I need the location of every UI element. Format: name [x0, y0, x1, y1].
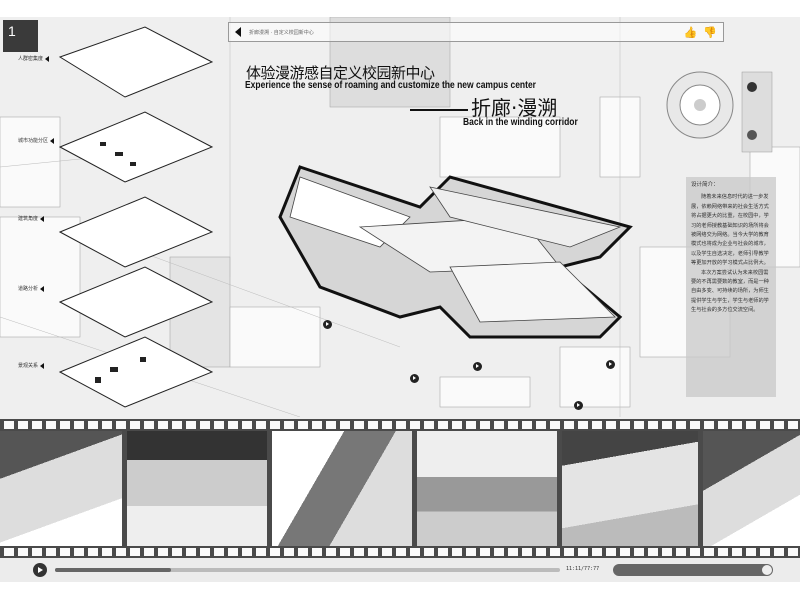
pointer-icon	[50, 137, 55, 144]
play-icon[interactable]	[33, 563, 47, 577]
description-paragraph: 随着未来信息时代的进一步发展，依赖网络带来的社会生活方式将占据更大的比重，在校园…	[691, 194, 769, 267]
description-heading: 设计简介：	[691, 182, 719, 188]
layer-label-text: 建筑角度	[18, 216, 39, 222]
film-frame[interactable]	[417, 431, 557, 546]
film-frame[interactable]	[703, 431, 800, 546]
title-cn: 体验漫游感自定义校园新中心	[246, 64, 435, 82]
play-marker-icon[interactable]	[323, 320, 332, 329]
pointer-icon	[45, 55, 50, 62]
progress-bar[interactable]	[55, 568, 560, 572]
layer-label-text: 道路分析	[18, 286, 39, 292]
layer-label-text: 城市功能分区	[18, 138, 49, 144]
layer-label: 景观关系	[18, 362, 45, 369]
pointer-icon	[40, 362, 45, 369]
film-perforation	[0, 421, 800, 429]
time-readout: 11:11/77:77	[566, 566, 600, 572]
subtitle-en: Back in the winding corridor	[463, 117, 578, 128]
pointer-icon	[40, 285, 45, 292]
analysis-layers	[58, 26, 214, 408]
film-frame[interactable]	[0, 431, 122, 546]
film-frame[interactable]	[562, 431, 698, 546]
thumbs-up-icon[interactable]: 👍	[683, 25, 698, 39]
title-en: Experience the sense of roaming and cust…	[245, 80, 536, 91]
subtitle-cn: 折廊·漫溯	[410, 92, 557, 121]
pointer-icon	[40, 215, 45, 222]
volume-knob[interactable]	[762, 565, 772, 575]
layer-label-text: 人群密集度	[18, 56, 44, 62]
description-paragraph: 本次方案尝试认为未来校园需要的不再需要数的教室，而是一种自由多变、可持续的场所，…	[691, 269, 769, 314]
play-marker-icon[interactable]	[473, 362, 482, 371]
film-perforation	[0, 548, 800, 556]
video-controls: 11:11/77:77	[0, 558, 800, 582]
poster: 1 折廊漫溯 · 自定义校园新中心 👍 👎 体验漫游感自定义校园新中心 Expe…	[0, 17, 800, 582]
film-frame[interactable]	[127, 431, 267, 546]
campus-axonometric-drawing	[0, 17, 800, 417]
back-arrow-icon[interactable]	[235, 27, 241, 37]
play-marker-icon[interactable]	[606, 360, 615, 369]
layer-label: 道路分析	[18, 285, 45, 292]
page-number: 1	[3, 20, 38, 52]
thumbs-down-icon[interactable]: 👎	[703, 25, 717, 39]
film-frame[interactable]	[272, 431, 412, 546]
volume-slider[interactable]	[613, 564, 773, 576]
play-marker-icon[interactable]	[410, 374, 419, 383]
site-diagram-circle	[666, 71, 773, 153]
layer-label: 城市功能分区	[18, 137, 55, 144]
play-marker-icon[interactable]	[574, 401, 583, 410]
search-bar-text: 折廊漫溯 · 自定义校园新中心	[249, 29, 314, 36]
layer-label: 建筑角度	[18, 215, 45, 222]
film-strip	[0, 419, 800, 558]
layer-label-text: 景观关系	[18, 363, 39, 369]
design-description: 设计简介： 随着未来信息时代的进一步发展，依赖网络带来的社会生活方式将占据更大的…	[686, 177, 776, 397]
layer-label: 人群密集度	[18, 55, 50, 62]
search-bar[interactable]: 折廊漫溯 · 自定义校园新中心 👍 👎	[228, 22, 724, 42]
folded-corridor-building	[278, 165, 633, 339]
progress-fill	[55, 568, 172, 572]
